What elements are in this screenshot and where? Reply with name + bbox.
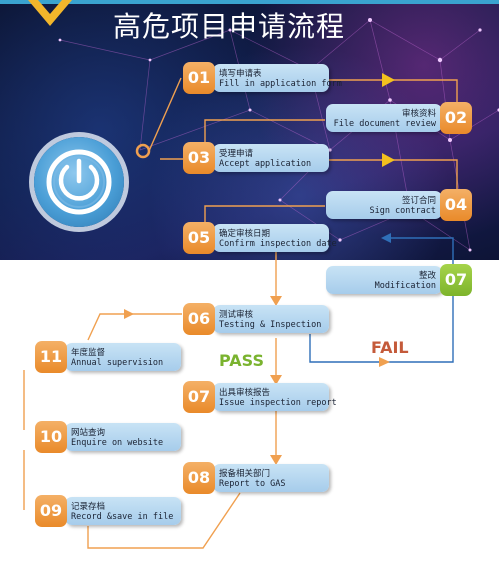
step-09-record-save-in-file: 09 记录存档 Record &save in file [35,495,181,527]
step-label-en: Accept application [219,159,312,169]
connector-02-to-03 [204,119,325,147]
step-label-zh: 年度监督 [71,348,106,358]
fail-label: FAIL [371,338,409,357]
connector-modification-to-05 [391,237,454,264]
arrow-head-07-08 [270,455,282,465]
step-label-en: Enquire on website [71,438,164,448]
connector-08-to-09 [87,492,241,549]
step-10-enquire-on-website: 10 网站查询 Enquire on website [35,421,181,453]
step-number: 08 [183,462,215,494]
step-label-en: Issue inspection report [219,398,337,408]
step-06-testing-inspection: 06 测试审核 Testing & Inspection [183,303,329,335]
step-number: 06 [183,303,215,335]
power-connector-node [135,143,151,159]
arrow-head-06-07 [270,375,282,385]
step-number: 09 [35,495,67,527]
arrow-head-05-06 [270,296,282,306]
step-label-en: Confirm inspection date [219,239,337,249]
step-label-en: Fill in application form [219,79,342,89]
connector-04-to-05 [204,205,325,225]
step-label-en: Record &save in file [71,512,174,522]
step-label-zh: 报备相关部门 [219,469,271,479]
step-label-en: Report to GAS [219,479,286,489]
step-label-zh: 签订合同 [401,196,436,206]
step-number: 03 [183,142,215,174]
step-label-en: Sign contract [369,206,436,216]
step-label-zh: 记录存档 [71,502,106,512]
step-05-confirm-inspection-date: 05 确定审核日期 Confirm inspection date [183,222,337,254]
step-label-zh: 确定审核日期 [219,229,271,239]
connector-01-to-02 [325,79,458,104]
pass-label: PASS [219,351,264,370]
step-label-en: Annual supervision [71,358,164,368]
step-number: 11 [35,341,67,373]
step-label-zh: 受理申请 [219,149,254,159]
step-07-modification: 07 整改 Modification [326,264,472,296]
step-01-fill-in-application: 01 填写申请表 Fill in application form [183,62,342,94]
step-number: 10 [35,421,67,453]
step-number: 07 [183,381,215,413]
page-title: 高危项目申请流程 [113,10,346,43]
arrow-head-11-06 [124,309,134,319]
step-number: 01 [183,62,215,94]
step-label-zh: 出具审核报告 [219,388,271,398]
step-number: 05 [183,222,215,254]
step-label-zh: 审核资料 [401,109,436,119]
connector-power-to-01 [148,77,182,152]
step-label-en: Testing & Inspection [219,320,322,330]
arrow-head-modification [381,233,391,243]
arrow-head-03 [382,153,395,167]
connector-11-to-06 [87,313,182,341]
step-03-accept-application: 03 受理申请 Accept application [183,142,329,174]
step-11-annual-supervision: 11 年度监督 Annual supervision [35,341,181,373]
step-08-report-to-gas: 08 报备相关部门 Report to GAS [183,462,329,494]
arrow-head-01 [382,73,395,87]
top-accent-bar [0,0,499,4]
power-badge [34,137,124,227]
connector-03-to-04 [325,159,458,190]
power-icon [46,149,112,215]
step-label-en: File document review [333,119,436,129]
step-04-sign-contract: 04 签订合同 Sign contract [326,189,472,221]
step-label-zh: 测试审核 [219,310,254,320]
step-07-issue-inspection-report: 07 出具审核报告 Issue inspection report [183,381,337,413]
step-label-en: Modification [374,281,436,291]
step-number: 04 [440,189,472,221]
arrow-head-fail [379,357,390,367]
step-02-file-document-review: 02 审核资料 File document review [326,102,472,134]
step-label-zh: 填写申请表 [219,69,262,79]
chevron-icon [28,0,72,26]
step-number: 07 [440,264,472,296]
step-label-zh: 整改 [418,271,436,281]
step-label-zh: 网站查询 [71,428,106,438]
step-number: 02 [440,102,472,134]
